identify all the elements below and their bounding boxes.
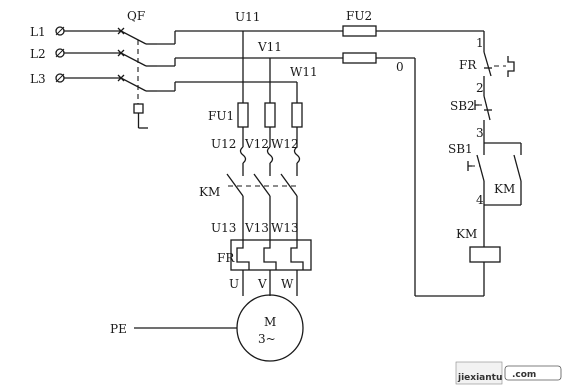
label-L1: L1	[30, 25, 46, 39]
label-W12: W12	[271, 137, 299, 151]
label-PE: PE	[110, 322, 127, 336]
label-SB1: SB1	[448, 142, 473, 156]
node-4: 4	[476, 193, 484, 207]
KM-coil: KM	[456, 227, 501, 263]
label-U13: U13	[211, 221, 236, 235]
breaker-QF: QF	[117, 9, 157, 129]
supply-terminals: L1 L2 L3	[30, 25, 65, 86]
label-U12: U12	[211, 137, 236, 151]
label-FU2: FU2	[346, 9, 372, 23]
label-FR-ctrl: FR	[459, 58, 477, 72]
SB1-start-button: SB1	[448, 142, 485, 205]
contactor-KM-main: KM U13 V13 W13	[199, 163, 300, 240]
terminal-L2	[55, 48, 65, 58]
control-circuit: 1 FR 2 SB2 3 SB1	[414, 31, 522, 297]
label-KM-aux: KM	[494, 182, 515, 196]
label-QF: QF	[127, 9, 145, 23]
incoming-lines	[64, 30, 121, 79]
label-KM-coil: KM	[456, 227, 477, 241]
KM-holding-contact: KM	[484, 143, 522, 206]
label-FU1: FU1	[208, 109, 234, 123]
label-FR-main: FR	[217, 251, 235, 265]
thermal-relay-FR-main: FR U V W	[217, 239, 312, 296]
label-L2: L2	[30, 47, 46, 61]
main-buses: U11 V11 W11	[157, 10, 343, 92]
terminal-L3	[55, 73, 65, 83]
node-2: 2	[476, 81, 484, 95]
terminal-L1	[55, 26, 65, 36]
motor-M: M 3~ PE	[110, 294, 304, 362]
node-3: 3	[476, 126, 484, 140]
label-SB2: SB2	[450, 99, 475, 113]
label-V13: V13	[244, 221, 269, 235]
fuse-FU2: FU2 0	[342, 9, 484, 74]
motor-phase: 3~	[258, 332, 276, 346]
label-W13: W13	[271, 221, 299, 235]
watermark-suffix: .com	[512, 370, 536, 380]
watermark-text: jiexiantu	[457, 373, 502, 383]
watermark: jiexiantu .com	[455, 361, 562, 385]
SB2-stop-button: SB2 3	[450, 95, 492, 140]
FR-nc-contact: FR 2	[459, 51, 515, 96]
label-W: W	[281, 277, 294, 291]
label-W11: W11	[290, 65, 318, 79]
node-1: 1	[476, 36, 484, 50]
label-U11: U11	[235, 10, 260, 24]
label-V: V	[257, 277, 267, 291]
fuse-FU1: FU1 U12 V12 W12	[208, 102, 303, 164]
label-KM-main: KM	[199, 185, 220, 199]
label-L3: L3	[30, 72, 46, 86]
phase-drops	[242, 31, 298, 103]
label-V12: V12	[244, 137, 269, 151]
label-zero: 0	[396, 60, 404, 74]
motor-label: M	[264, 315, 276, 329]
label-U: U	[229, 277, 239, 291]
label-V11: V11	[257, 40, 282, 54]
